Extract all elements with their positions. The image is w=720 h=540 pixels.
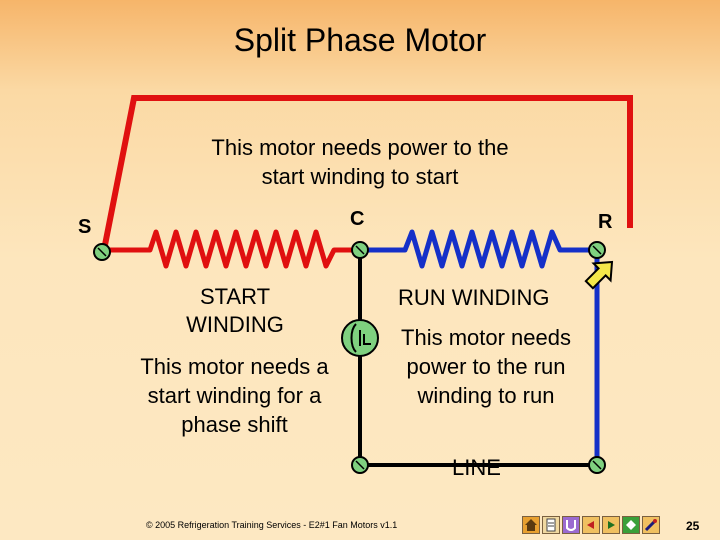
pointer-tool-icon[interactable]: [642, 516, 660, 534]
terminal-c-label: C: [350, 208, 365, 230]
line-label: LINE: [452, 455, 501, 480]
terminal-line-left-icon: [351, 456, 369, 474]
run-winding-label: RUN WINDING: [398, 285, 550, 310]
home-icon[interactable]: [522, 516, 540, 534]
back-icon[interactable]: [582, 516, 600, 534]
page-number: 25: [686, 519, 700, 533]
terminal-r-icon: [588, 241, 606, 259]
overload-protector-icon: [341, 319, 379, 357]
run-winding-note: This motor needs power to the run windin…: [401, 325, 571, 408]
terminal-c-icon: [351, 241, 369, 259]
start-power-note: This motor needs power to the start wind…: [211, 135, 509, 189]
start-winding-coil: [104, 229, 360, 269]
document-icon[interactable]: [542, 516, 560, 534]
terminal-r-label: R: [598, 211, 613, 233]
copyright-text: © 2005 Refrigeration Training Services -…: [146, 520, 398, 530]
terminal-s-icon: [93, 243, 111, 261]
page-title: Split Phase Motor: [233, 22, 487, 58]
start-winding-label: START WINDING: [186, 284, 284, 337]
return-icon[interactable]: [562, 516, 580, 534]
terminal-line-right-icon: [588, 456, 606, 474]
start-winding-note: This motor needs a start winding for a p…: [140, 354, 329, 437]
forward-icon[interactable]: [602, 516, 620, 534]
pointer-arrow-icon: [584, 260, 614, 290]
first-icon[interactable]: [622, 516, 640, 534]
run-winding-coil: [360, 229, 597, 269]
terminal-s-label: S: [78, 216, 92, 238]
start-power-loop: [101, 95, 633, 251]
